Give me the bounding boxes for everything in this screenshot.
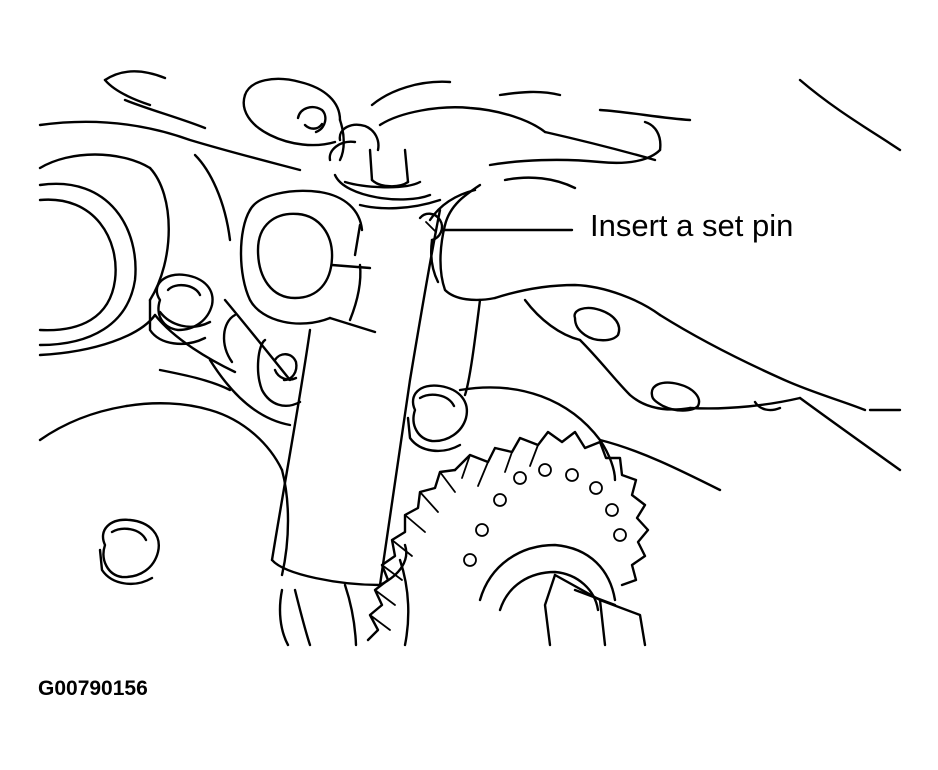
sprocket xyxy=(366,386,650,647)
bolt-center xyxy=(406,384,469,453)
lower-bracket xyxy=(278,468,410,647)
upper-boss xyxy=(242,77,345,162)
set-pin xyxy=(418,212,444,284)
background-lines xyxy=(598,408,902,492)
tensioner-body xyxy=(222,189,442,587)
callout-label-set-pin: Insert a set pin xyxy=(590,208,794,243)
tensioner-plunger-top xyxy=(328,123,432,201)
figure-code: G00790156 xyxy=(38,677,148,700)
hands xyxy=(370,78,902,472)
engine-housing xyxy=(38,70,302,472)
bolt-upper-left xyxy=(148,273,214,345)
bolt-lower-left xyxy=(98,518,160,586)
